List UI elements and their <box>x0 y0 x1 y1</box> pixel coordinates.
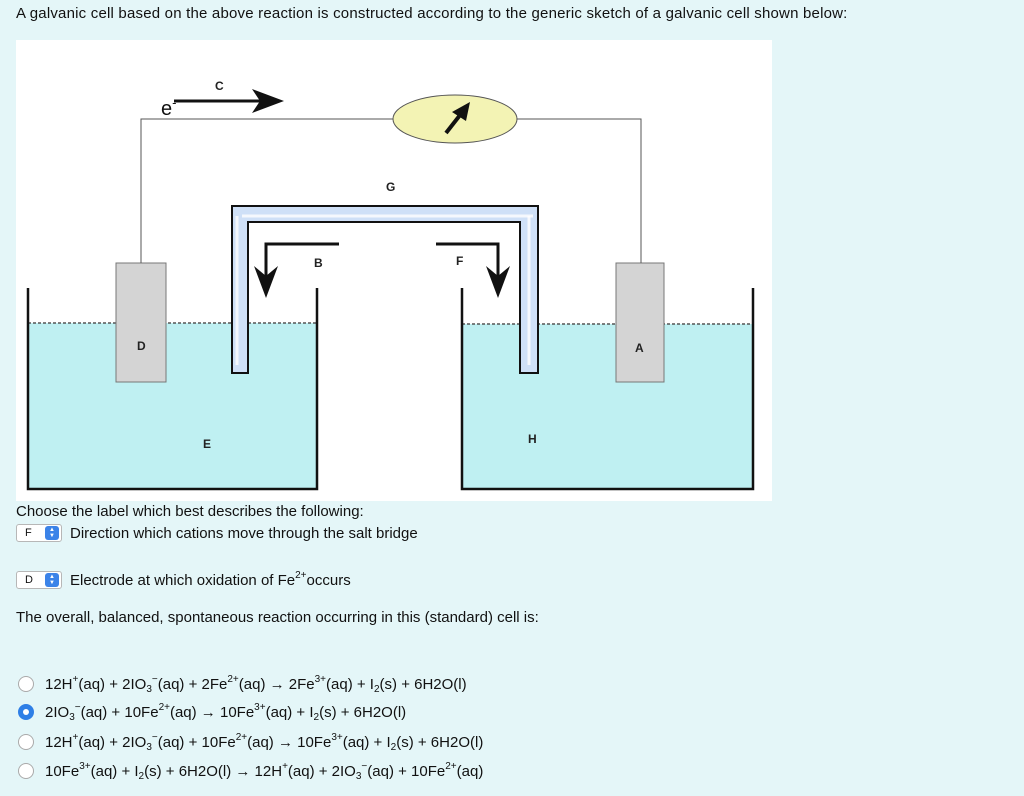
question-text: Direction which cations move through the… <box>70 524 418 542</box>
chevron-updown-icon: ▲▼ <box>45 573 59 587</box>
label-c: C <box>215 79 224 93</box>
label-a: A <box>635 341 644 355</box>
arrow-f <box>436 242 500 280</box>
arrow-b <box>264 242 339 280</box>
label-e: E <box>203 437 211 451</box>
galvanic-cell-svg: e- C G B F D A E H <box>26 79 755 491</box>
label-g: G <box>386 180 395 194</box>
option-1[interactable]: 12H+(aq) + 2IO3−(aq) + 2Fe2+(aq) → 2Fe3+… <box>18 673 467 695</box>
label-d: D <box>137 339 146 353</box>
question-text: Electrode at which oxidation of Fe2+occu… <box>70 569 351 589</box>
meter-needle-head <box>452 102 470 121</box>
select-value: D <box>25 574 33 586</box>
label-f: F <box>456 254 463 268</box>
right-beaker <box>460 288 755 491</box>
electron-label: e- <box>161 95 176 120</box>
label-h: H <box>528 432 537 446</box>
wire-left <box>140 118 394 263</box>
option-4[interactable]: 10Fe3+(aq) + I2(s) + 6H2O(l) → 12H+(aq) … <box>18 760 483 782</box>
electrode-left <box>115 262 167 383</box>
option-2[interactable]: 2IO3−(aq) + 10Fe2+(aq) → 10Fe3+(aq) + I2… <box>18 701 406 723</box>
radio-button[interactable] <box>18 734 34 750</box>
arrow-b-head <box>254 266 278 298</box>
label-b: B <box>314 256 323 270</box>
select-salt-bridge[interactable]: F ▲▼ <box>16 524 62 542</box>
select-oxidation[interactable]: D ▲▼ <box>16 571 62 589</box>
right-solution <box>462 324 752 488</box>
option-3[interactable]: 12H+(aq) + 2IO3−(aq) + 10Fe2+(aq) → 10Fe… <box>18 731 483 753</box>
radio-button[interactable] <box>18 704 34 720</box>
option-text: 10Fe3+(aq) + I2(s) + 6H2O(l) → 12H+(aq) … <box>45 760 484 782</box>
salt-bridge <box>231 205 539 374</box>
left-solution <box>28 323 316 488</box>
question-row-salt-bridge: F ▲▼ Direction which cations move throug… <box>16 522 418 544</box>
select-value: F <box>25 527 32 539</box>
electrode-right <box>615 262 665 383</box>
chevron-updown-icon: ▲▼ <box>45 526 59 540</box>
choose-instructions: Choose the label which best describes th… <box>16 503 364 520</box>
intro-text: A galvanic cell based on the above react… <box>16 5 848 22</box>
arrow-f-head <box>486 266 510 298</box>
radio-button[interactable] <box>18 763 34 779</box>
electron-arrow-head <box>252 89 284 113</box>
option-text: 12H+(aq) + 2IO3−(aq) + 10Fe2+(aq) → 10Fe… <box>45 731 484 753</box>
overall-reaction-label: The overall, balanced, spontaneous react… <box>16 609 539 626</box>
wire-right <box>516 118 642 263</box>
left-beaker <box>26 288 319 491</box>
question-row-oxidation: D ▲▼ Electrode at which oxidation of Fe2… <box>16 569 351 591</box>
option-text: 2IO3−(aq) + 10Fe2+(aq) → 10Fe3+(aq) + I2… <box>45 701 407 723</box>
radio-button[interactable] <box>18 676 34 692</box>
option-text: 12H+(aq) + 2IO3−(aq) + 2Fe2+(aq) → 2Fe3+… <box>45 673 467 695</box>
galvanic-cell-diagram: e- C G B F D A E H <box>16 40 772 501</box>
